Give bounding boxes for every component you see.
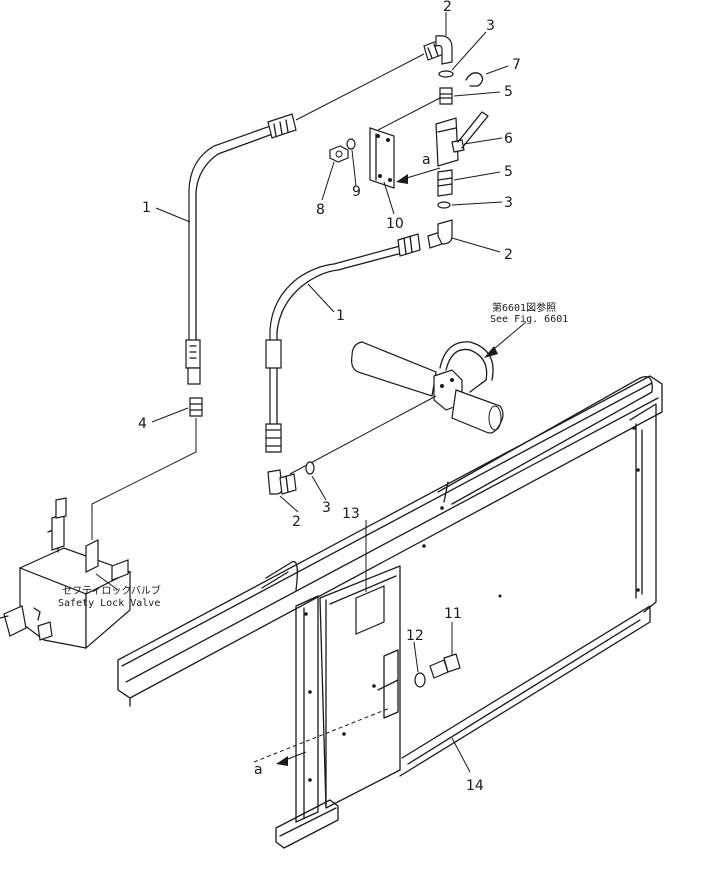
ball-valve-6 bbox=[435, 111, 489, 167]
nipple-5-mid bbox=[437, 169, 453, 197]
hose-1-middle bbox=[265, 233, 421, 453]
callout-2-low: 2 bbox=[292, 514, 301, 530]
bracket-10 bbox=[369, 127, 395, 189]
callout-2-top: 2 bbox=[443, 0, 452, 15]
callout-5-mid: 5 bbox=[504, 164, 513, 180]
callout-8: 8 bbox=[316, 202, 325, 218]
callout-10: 10 bbox=[386, 216, 404, 232]
connection-line-valve bbox=[91, 418, 197, 540]
valve-label-japanese: セフティロックバルブ bbox=[62, 584, 161, 597]
callout-3-top: 3 bbox=[486, 18, 495, 34]
callout-2-mid: 2 bbox=[504, 247, 513, 263]
o-ring-3-low bbox=[305, 461, 315, 475]
reference-note-english: See Fig. 6601 bbox=[490, 314, 568, 325]
elbow-2-low bbox=[267, 469, 297, 495]
pin-7 bbox=[465, 72, 484, 87]
frame-assembly bbox=[117, 375, 663, 849]
callout-13: 13 bbox=[342, 506, 360, 522]
washer-12 bbox=[414, 672, 426, 688]
reference-pipe-assembly bbox=[351, 341, 504, 434]
callout-14: 14 bbox=[466, 778, 484, 794]
connection-line-bracket bbox=[377, 97, 441, 131]
connection-line-pipe bbox=[289, 395, 437, 475]
reference-note-japanese: 第6601図参照 bbox=[492, 301, 556, 314]
bolt-11 bbox=[429, 653, 461, 679]
elbow-2-top bbox=[423, 35, 453, 65]
callout-1-left: 1 bbox=[142, 200, 151, 216]
callout-12: 12 bbox=[406, 628, 424, 644]
elbow-2-mid bbox=[427, 219, 453, 249]
o-ring-3-top bbox=[438, 70, 454, 78]
callout-a-bottom: a bbox=[254, 762, 263, 778]
callout-9: 9 bbox=[352, 184, 361, 200]
callout-3-low: 3 bbox=[322, 500, 331, 516]
callout-a-top: a bbox=[422, 152, 431, 168]
callout-5-top: 5 bbox=[504, 84, 513, 100]
leaders bbox=[95, 12, 527, 773]
safety-lock-valve bbox=[0, 497, 132, 650]
callout-4: 4 bbox=[138, 416, 147, 432]
washer-9 bbox=[346, 138, 356, 150]
o-ring-3-mid bbox=[437, 201, 451, 209]
hose-1-left bbox=[185, 113, 297, 385]
adapter-4 bbox=[189, 397, 203, 417]
callout-1-mid: 1 bbox=[336, 308, 345, 324]
valve-label-english: Safety Lock Valve bbox=[58, 598, 160, 609]
callout-6: 6 bbox=[504, 131, 513, 147]
callout-7: 7 bbox=[512, 57, 521, 73]
nut-8 bbox=[329, 145, 349, 163]
callout-11: 11 bbox=[444, 606, 462, 622]
callout-3-mid: 3 bbox=[504, 195, 513, 211]
nipple-5-top bbox=[439, 87, 453, 105]
connection-line-top bbox=[295, 53, 425, 121]
